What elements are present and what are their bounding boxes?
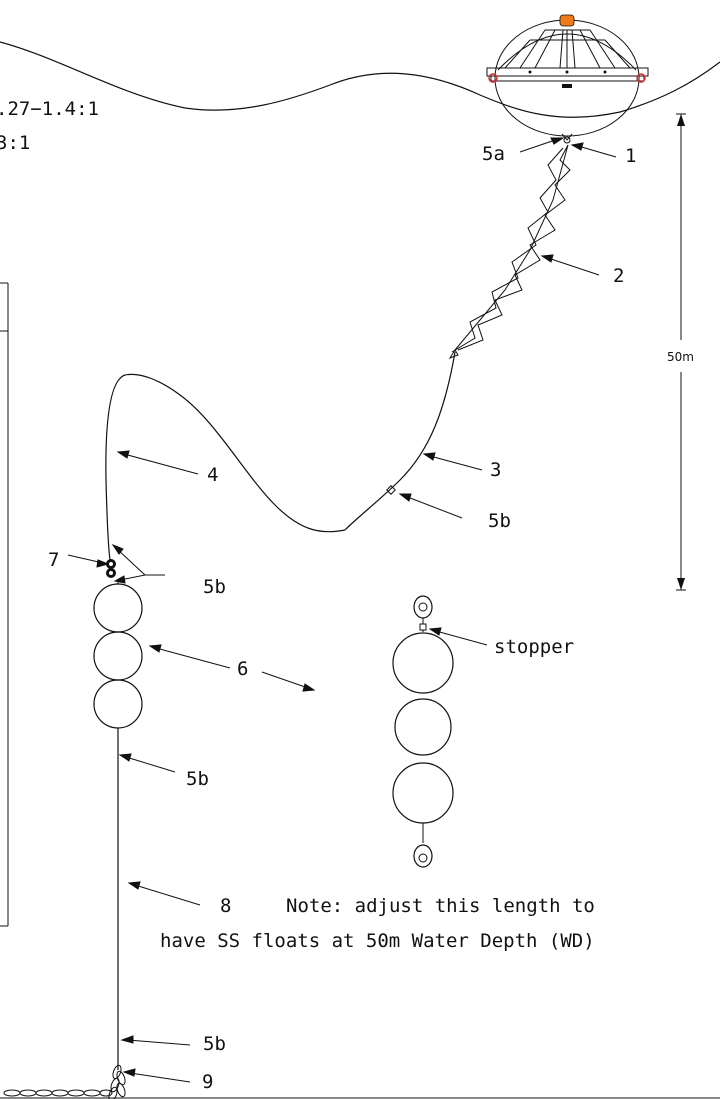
callout-9: 9 bbox=[202, 1071, 213, 1093]
callout-1: 1 bbox=[625, 145, 636, 167]
riser-segment bbox=[448, 144, 571, 359]
callout-8: 8 bbox=[220, 895, 231, 917]
side-panel-frame bbox=[0, 282, 9, 927]
callout-7: 7 bbox=[48, 549, 59, 571]
callout-3: 3 bbox=[490, 459, 501, 481]
callout-5a: 5a bbox=[482, 143, 505, 165]
line-segment-3 bbox=[344, 351, 456, 531]
callout-5b-bottom: 5b bbox=[203, 1033, 226, 1055]
shackle-7 bbox=[106, 559, 116, 578]
stopper-label: stopper bbox=[494, 636, 574, 658]
callout-5b-upper: 5b bbox=[488, 510, 511, 532]
surface-buoy bbox=[486, 14, 649, 144]
stopper-detail bbox=[392, 595, 454, 868]
line-segment-4 bbox=[105, 373, 346, 561]
float-string-6 bbox=[93, 580, 143, 729]
leader-arrows bbox=[67, 137, 617, 1083]
beacon-light bbox=[559, 14, 575, 27]
connector-5b bbox=[386, 485, 396, 495]
depth-dimension bbox=[676, 113, 686, 591]
ratio-text-1: .27−1.4:1 bbox=[0, 98, 99, 120]
callout-4: 4 bbox=[207, 464, 218, 486]
sea-surface-line bbox=[0, 41, 720, 118]
ratio-text-2: 3:1 bbox=[0, 132, 30, 154]
anchor-chain-9 bbox=[3, 1064, 126, 1099]
depth-label: 50m bbox=[667, 350, 694, 364]
stopper-block bbox=[419, 623, 427, 631]
note-line-2: have SS floats at 50m Water Depth (WD) bbox=[160, 930, 595, 952]
callout-2: 2 bbox=[613, 265, 624, 287]
callout-5b-shackle: 5b bbox=[203, 576, 226, 598]
note-line-1: Note: adjust this length to bbox=[286, 895, 595, 917]
callout-5b-lower: 5b bbox=[186, 768, 209, 790]
callout-6: 6 bbox=[237, 658, 248, 680]
